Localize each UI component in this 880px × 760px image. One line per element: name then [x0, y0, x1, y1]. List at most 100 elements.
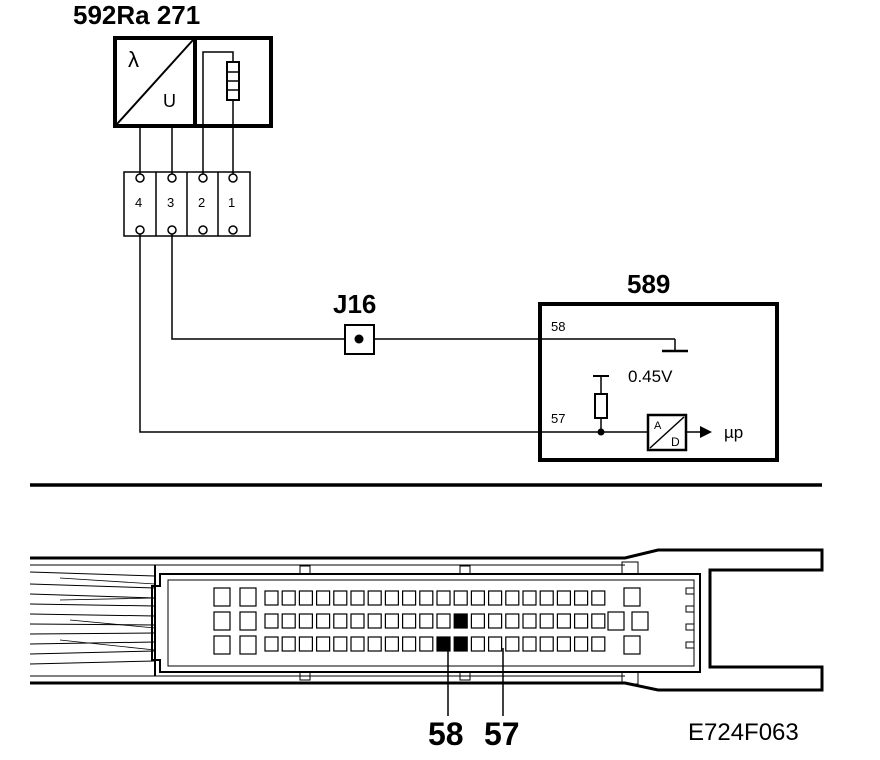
power-pin [607, 611, 625, 631]
signal-pin [436, 636, 451, 652]
connector-pin-3: 3 [167, 195, 174, 210]
connector-pin-2: 2 [198, 195, 205, 210]
signal-pin [402, 636, 417, 652]
power-pin [213, 587, 231, 607]
signal-pin [453, 636, 468, 652]
power-pin [213, 635, 231, 655]
signal-pin [556, 636, 572, 652]
signal-pin [488, 636, 503, 652]
signal-pin [573, 613, 589, 629]
signal-pin [333, 636, 348, 652]
reference-voltage-label: 0.45V [628, 367, 673, 386]
power-pin [623, 587, 641, 607]
signal-pin [522, 636, 537, 652]
signal-pin [522, 590, 537, 606]
signal-pin [573, 590, 589, 606]
signal-pin [591, 613, 606, 629]
signal-pin [419, 590, 434, 606]
ecu-pin-57: 57 [551, 411, 565, 426]
power-pin [239, 587, 257, 607]
power-pin [213, 611, 231, 631]
signal-pin [505, 613, 520, 629]
reference-voltage-supply [593, 375, 609, 436]
signal-pin [367, 613, 382, 629]
signal-pin [591, 636, 606, 652]
ad-output-arrow [700, 426, 712, 438]
signal-pin [281, 613, 296, 629]
signal-pin [350, 613, 365, 629]
signal-pin [539, 613, 554, 629]
microprocessor-label: µp [724, 423, 743, 442]
signal-pin [316, 613, 331, 629]
ad-diagonal [649, 416, 685, 449]
power-pin [623, 635, 641, 655]
signal-pin [350, 590, 365, 606]
callout-58: 58 [428, 716, 464, 752]
signal-pin [419, 613, 434, 629]
signal-pin [436, 613, 451, 629]
connector-pin-4: 4 [135, 195, 142, 210]
signal-pin [488, 613, 503, 629]
ground-symbol [540, 338, 688, 353]
sensor-connector [123, 171, 251, 237]
signal-pin [367, 590, 382, 606]
voltage-symbol: U [163, 91, 176, 111]
ecu-pin-58: 58 [551, 319, 565, 334]
sensor-diagonal [116, 39, 194, 125]
signal-pin [281, 636, 296, 652]
signal-pin [333, 613, 348, 629]
lambda-symbol: λ [128, 47, 139, 72]
signal-pin [298, 613, 313, 629]
power-pin [239, 611, 257, 631]
signal-pin [470, 636, 485, 652]
signal-pin [333, 590, 348, 606]
signal-pin [556, 613, 572, 629]
signal-pin [402, 613, 417, 629]
signal-pin [264, 590, 279, 606]
signal-pin [470, 613, 485, 629]
signal-pin [591, 590, 606, 606]
connector-pin-1: 1 [228, 195, 235, 210]
signal-pin [556, 590, 572, 606]
connector-pin-grid [213, 587, 649, 655]
signal-pin [453, 590, 468, 606]
power-pin [239, 635, 257, 655]
ecu-label: 589 [627, 269, 670, 299]
sensor-ids-label: 592Ra 271 [73, 0, 200, 30]
signal-pin [436, 590, 451, 606]
signal-pin [384, 590, 399, 606]
signal-pin [316, 636, 331, 652]
figure-reference: E724F063 [688, 719, 799, 746]
signal-pin [522, 613, 537, 629]
signal-pin [264, 636, 279, 652]
signal-pin [539, 636, 554, 652]
signal-pin [402, 590, 417, 606]
signal-pin [316, 590, 331, 606]
signal-pin [470, 590, 485, 606]
signal-pin [573, 636, 589, 652]
ecu-harness-connector [29, 548, 824, 692]
heater-resistor [202, 51, 240, 175]
signal-pin [298, 636, 313, 652]
signal-pin [350, 636, 365, 652]
signal-pin [281, 590, 296, 606]
wire-pin4-to-ecu [139, 234, 540, 433]
ad-label-a: A [654, 420, 662, 432]
callout-57: 57 [484, 716, 520, 752]
signal-pin [367, 636, 382, 652]
signal-pin [539, 590, 554, 606]
junction-dot [354, 334, 364, 344]
ecu-block [538, 302, 779, 462]
signal-pin [264, 613, 279, 629]
signal-pin [505, 636, 520, 652]
signal-pin [298, 590, 313, 606]
power-pin [631, 611, 649, 631]
signal-pin [384, 613, 399, 629]
ad-label-d: D [671, 435, 680, 449]
signal-pin [384, 636, 399, 652]
signal-pin [488, 590, 503, 606]
signal-pin [419, 636, 434, 652]
junction-label: J16 [333, 289, 376, 319]
wire-pin3-to-j16 [171, 234, 345, 340]
